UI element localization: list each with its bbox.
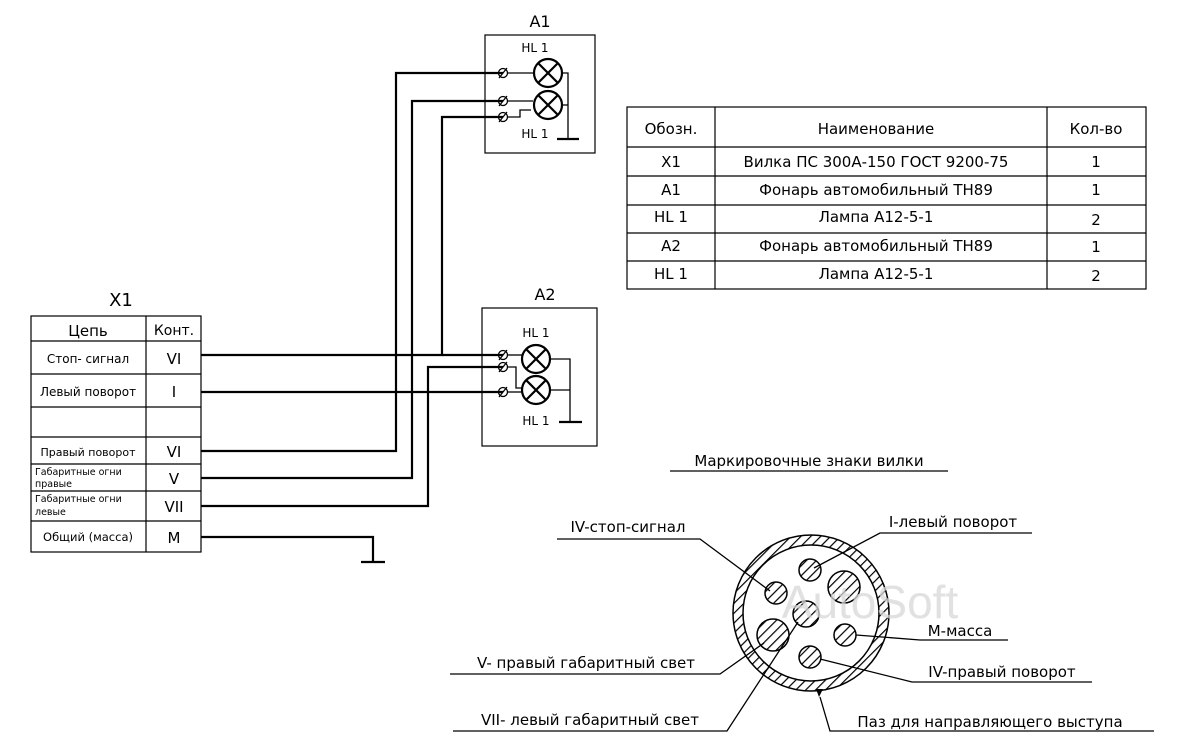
x1-row-circuit-line1: Габаритные огни: [35, 494, 122, 505]
spec-cell: 1: [1091, 238, 1101, 256]
pin-right-turn: [798, 645, 822, 669]
terminal-symbol: [497, 95, 509, 107]
a1-title: A1: [529, 12, 550, 31]
x1-row-circuit-sidelights-right: Габаритные огни правые: [35, 467, 122, 490]
x1-row-contact: VI: [167, 350, 182, 368]
x1-row-contact: M: [168, 529, 181, 547]
a1-lamp-label-top: HL 1: [521, 41, 548, 55]
wire-ground: [201, 535, 375, 561]
label-right-sidelight: V- правый габаритный свет: [477, 654, 695, 672]
spec-header: Кол-во: [1070, 120, 1123, 138]
spec-cell: A2: [661, 237, 681, 255]
plug-marking-diagram: Маркировочные знаки вилки AutoSoft IV-ст…: [450, 452, 1154, 732]
wire-stop-signal: [201, 115, 503, 357]
x1-row-circuit-sidelights-left: Габаритные огни левые: [35, 494, 122, 518]
x1-row-contact: I: [172, 383, 176, 401]
spec-table: Обозн. Наименование Кол-во X1 Вилка ПС 3…: [626, 106, 1147, 290]
spec-cell: Лампа А12-5-1: [819, 265, 934, 283]
terminal-symbol: [497, 111, 509, 123]
x1-row-contact: VI: [167, 443, 182, 461]
a1-lamp-label-bottom: HL 1: [521, 127, 548, 141]
spec-cell: 2: [1091, 267, 1101, 285]
spec-cell: 1: [1091, 153, 1101, 171]
a1-lamp-unit: A1 HL 1 HL 1: [484, 12, 596, 154]
terminal-symbol: [497, 361, 509, 373]
a2-lamp-label-top: HL 1: [522, 326, 549, 340]
label-stop-signal: IV-стоп-сигнал: [570, 518, 685, 536]
label-right-turn: IV-правый поворот: [928, 663, 1076, 681]
wire-sidelights-left: [201, 365, 503, 508]
x1-title: X1: [109, 290, 133, 311]
x1-row-circuit-line2: правые: [35, 479, 72, 490]
x1-row-circuit-line1: Габаритные огни: [35, 467, 122, 478]
x1-connector-table: X1 Цепь Конт. Стоп- сигнал VI Левый пово…: [30, 290, 202, 553]
terminal-symbol: [497, 349, 509, 361]
spec-cell: 1: [1091, 181, 1101, 199]
lamp-symbol: [532, 89, 564, 121]
wire-sidelights-right: [201, 99, 503, 480]
spec-cell: 2: [1091, 211, 1101, 229]
groove-marker: [816, 689, 823, 697]
spec-cell: HL 1: [654, 208, 688, 226]
a2-lamp-label-bottom: HL 1: [522, 414, 549, 428]
spec-header: Обозн.: [645, 120, 698, 138]
a2-lamp-unit: A2 HL 1 HL 1: [481, 285, 598, 447]
watermark: AutoSoft: [782, 576, 959, 628]
label-left-sidelight: VII- левый габаритный свет: [481, 711, 699, 729]
spec-cell: Вилка ПС 300А-150 ГОСТ 9200-75: [744, 153, 1009, 171]
lamp-symbol: [520, 343, 552, 375]
pin-stop-signal: [764, 581, 788, 605]
plug-heading: Маркировочные знаки вилки: [694, 452, 923, 470]
x1-row-circuit: Общий (масса): [43, 530, 133, 544]
lamp-symbol: [520, 374, 552, 406]
spec-header: Наименование: [818, 120, 935, 138]
x1-row-circuit: Правый поворот: [40, 446, 136, 459]
pin-left-turn: [798, 558, 822, 582]
a2-title: A2: [534, 285, 555, 304]
spec-cell: Фонарь автомобильный ТН89: [759, 237, 993, 255]
spec-cell: HL 1: [654, 265, 688, 283]
spec-cell: Фонарь автомобильный ТН89: [759, 181, 993, 199]
spec-cell: X1: [661, 153, 681, 171]
lamp-symbol: [532, 57, 564, 89]
spec-cell: Лампа А12-5-1: [819, 208, 934, 226]
label-mass: M-масса: [928, 622, 993, 640]
x1-header-circuit: Цепь: [68, 322, 108, 340]
label-groove: Паз для направляющего выступа: [857, 713, 1122, 731]
pin-center: [792, 600, 820, 628]
wires: [201, 71, 503, 564]
label-left-turn: I-левый поворот: [889, 513, 1018, 531]
x1-row-circuit: Стоп- сигнал: [47, 352, 129, 366]
terminal-symbol: [497, 386, 509, 398]
wire-right-turn: [201, 71, 503, 453]
x1-row-contact: VII: [164, 498, 183, 516]
spec-cell: A1: [661, 181, 681, 199]
x1-row-contact: V: [169, 470, 180, 488]
pin-large-right: [827, 570, 861, 604]
x1-row-circuit-line2: левые: [35, 507, 66, 518]
terminal-symbol: [497, 67, 509, 79]
x1-header-contact: Конт.: [154, 323, 194, 339]
x1-row-circuit: Левый поворот: [40, 385, 136, 399]
